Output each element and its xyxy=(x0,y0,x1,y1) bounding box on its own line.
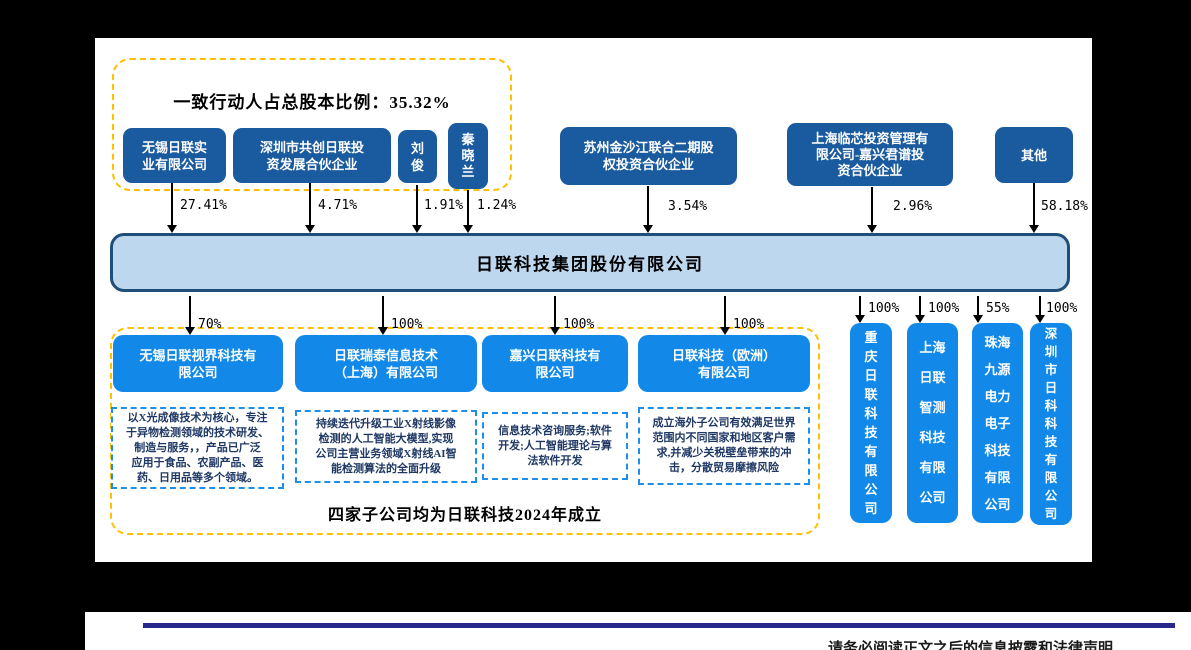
ownership-pct: 100% xyxy=(733,317,765,332)
subsidiary-description: 以X光成像技术为核心，专注 于异物检测领域的技术研发、 制造与服务，，产品已广泛… xyxy=(111,407,284,489)
ownership-pct: 1.24% xyxy=(477,198,517,213)
ownership-arrow xyxy=(185,296,195,335)
shareholder-box: 上海临芯投资管理有 限公司-嘉兴君谱投 资合伙企业 xyxy=(787,123,953,186)
holding-box: 上海 日联 智测 科技 有限 公司 xyxy=(907,323,958,523)
subsidiaries-note: 四家子公司均为日联科技2024年成立 xyxy=(327,507,602,524)
ownership-pct: 1.91% xyxy=(424,198,464,213)
parent-company-bar: 日联科技集团股份有限公司 xyxy=(110,233,1070,292)
arrowhead-icon xyxy=(463,225,473,233)
holding-box: 重 庆 日 联 科 技 有 限 公 司 xyxy=(850,323,892,523)
subsidiary-description: 信息技术咨询服务;软件 开发;人工智能理论与算 法软件开发 xyxy=(482,412,628,480)
ownership-pct: 58.18% xyxy=(1041,199,1088,214)
concerted-actors-frame xyxy=(112,58,512,191)
subsidiary-box: 无锡日联视界科技有 限公司 xyxy=(113,335,283,392)
subsidiary-description: 持续迭代升级工业X射线影像 检测的人工智能大模型,实现 公司主营业务领域X射线A… xyxy=(295,410,477,483)
footer-divider xyxy=(143,623,1175,628)
ownership-arrow xyxy=(973,296,983,323)
shareholder-box: 其他 xyxy=(995,127,1073,183)
arrowhead-icon xyxy=(867,225,877,233)
arrowhead-icon xyxy=(412,225,422,233)
holding-box: 珠海 九源 电力 电子 科技 有限 公司 xyxy=(972,323,1023,523)
arrowhead-icon xyxy=(973,315,983,323)
ownership-pct: 100% xyxy=(868,301,900,316)
ownership-arrow xyxy=(867,187,877,233)
ownership-pct: 2.96% xyxy=(893,199,933,214)
ownership-arrow xyxy=(720,296,730,335)
ownership-arrow xyxy=(167,183,177,233)
ownership-arrow xyxy=(550,296,560,335)
arrowhead-icon xyxy=(915,315,925,323)
arrowhead-icon xyxy=(855,315,865,323)
arrowhead-icon xyxy=(185,327,195,335)
ownership-pct: 70% xyxy=(198,317,222,332)
ownership-pct: 100% xyxy=(928,301,960,316)
shareholder-box: 秦 晓 兰 xyxy=(448,123,488,189)
ownership-arrow xyxy=(1029,183,1039,233)
ownership-pct: 100% xyxy=(391,317,423,332)
footer-disclaimer: 请务必阅读正文之后的信息披露和法律声明 xyxy=(828,641,1114,650)
ownership-arrow xyxy=(463,190,473,233)
ownership-arrow xyxy=(378,296,388,335)
ownership-arrow xyxy=(412,185,422,233)
ownership-arrow xyxy=(1035,296,1045,323)
ownership-pct: 3.54% xyxy=(668,199,708,214)
shareholder-box: 无锡日联实 业有限公司 xyxy=(123,128,226,183)
shareholder-box: 刘 俊 xyxy=(398,130,437,183)
ownership-pct: 100% xyxy=(1046,301,1078,316)
ownership-pct: 27.41% xyxy=(180,198,227,213)
ownership-arrow xyxy=(915,296,925,323)
subsidiary-box: 嘉兴日联科技有 限公司 xyxy=(482,335,628,392)
ownership-arrow xyxy=(305,183,315,233)
subsidiary-box: 日联科技（欧洲） 有限公司 xyxy=(638,335,810,392)
arrowhead-icon xyxy=(1029,225,1039,233)
shareholder-box: 苏州金沙江联合二期股 权投资合伙企业 xyxy=(560,127,737,185)
arrowhead-icon xyxy=(305,225,315,233)
arrowhead-icon xyxy=(550,327,560,335)
subsidiary-description: 成立海外子公司有效满足世界 范围内不同国家和地区客户需 求,并减少关税壁垒带来的… xyxy=(638,407,810,485)
holding-box: 深 圳 市 日 科 科 技 有 限 公 司 xyxy=(1030,323,1072,525)
arrowhead-icon xyxy=(167,225,177,233)
ownership-arrow xyxy=(855,296,865,323)
ownership-pct: 100% xyxy=(563,317,595,332)
concerted-actors-title: 一致行动人占总股本比例：35.32% xyxy=(173,93,451,112)
arrowhead-icon xyxy=(378,327,388,335)
arrowhead-icon xyxy=(1035,315,1045,323)
subsidiary-box: 日联瑞泰信息技术 （上海）有限公司 xyxy=(295,335,477,392)
footer-strip xyxy=(85,612,1191,650)
shareholder-box: 深圳市共创日联投 资发展合伙企业 xyxy=(233,128,391,183)
ownership-pct: 4.71% xyxy=(318,198,358,213)
ownership-pct: 55% xyxy=(986,301,1010,316)
arrowhead-icon xyxy=(643,225,653,233)
ownership-arrow xyxy=(643,186,653,233)
arrowhead-icon xyxy=(720,327,730,335)
